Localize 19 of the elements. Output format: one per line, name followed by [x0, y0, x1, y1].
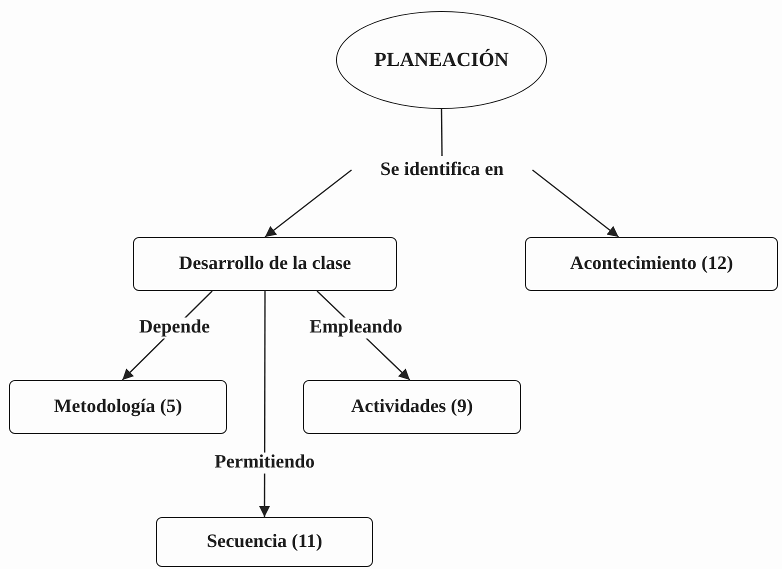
edge-label: Empleando	[308, 318, 404, 339]
concept-box	[9, 380, 227, 434]
node-text: Metodología (5)	[54, 396, 182, 418]
arrow	[259, 291, 270, 517]
edge-label: Depende	[137, 318, 212, 339]
concept-box	[133, 237, 397, 291]
edge-label: Permitiendo	[212, 452, 317, 474]
node-text: Acontecimiento (12)	[570, 253, 734, 275]
concept-box	[303, 380, 521, 434]
arrow	[264, 169, 352, 238]
node-text: Desarrollo de la clase	[178, 253, 352, 275]
connector-line	[440, 109, 443, 156]
node-text: Actividades (9)	[351, 396, 473, 418]
node-text: PLANEACIÓN	[374, 48, 509, 72]
arrow	[532, 169, 620, 238]
concept-box	[156, 517, 373, 567]
concept-box	[525, 237, 778, 291]
node-label: Se identifica en	[355, 156, 529, 184]
node-text: Secuencia (11)	[206, 531, 322, 553]
